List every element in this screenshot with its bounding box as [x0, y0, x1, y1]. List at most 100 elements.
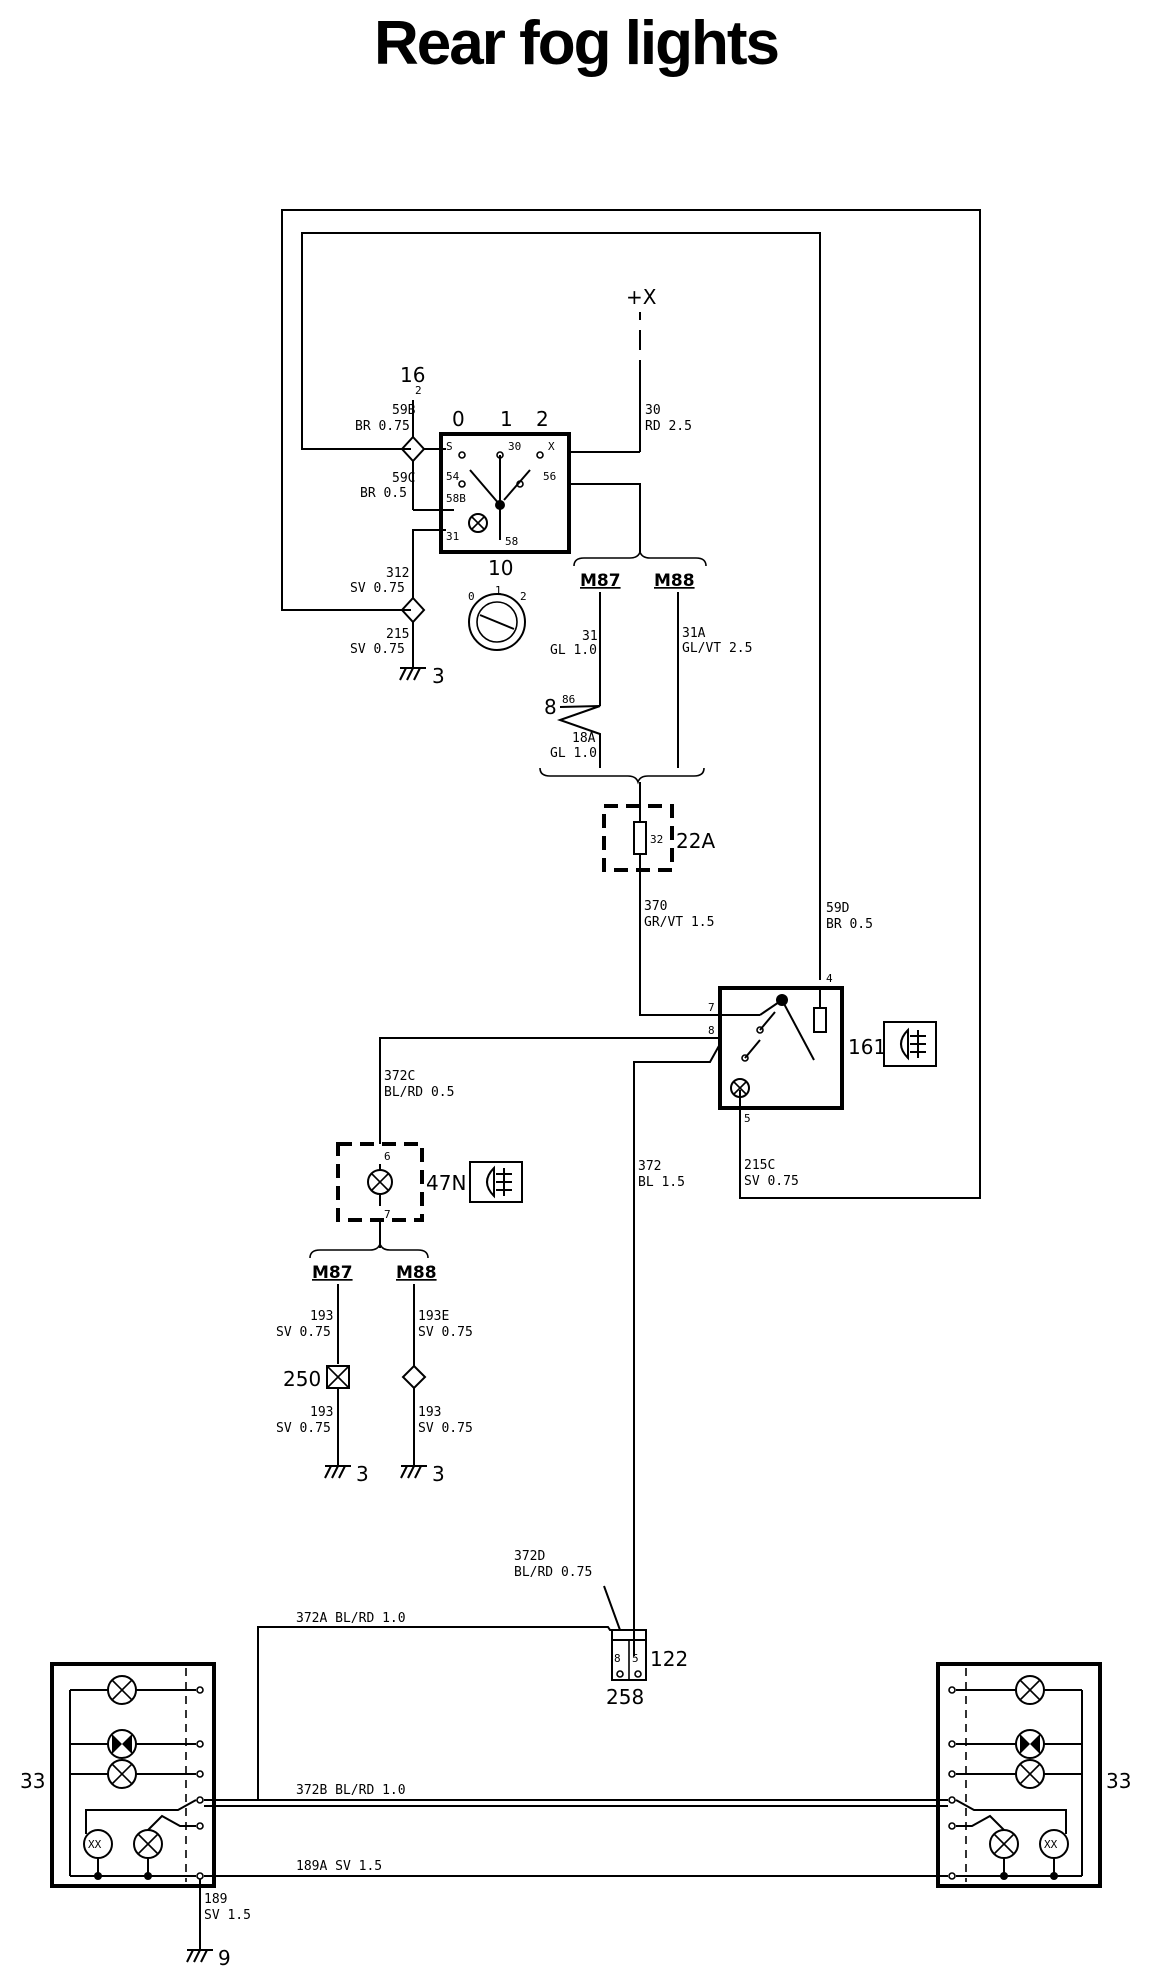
wire-31-spec: GL 1.0	[550, 643, 597, 658]
svg-text:1: 1	[495, 584, 502, 597]
label-junction-16-pin: 2	[415, 384, 422, 397]
relay-label: 161	[848, 1035, 886, 1059]
wire-193c-spec: SV 0.75	[418, 1421, 473, 1436]
wire-193a-spec: SV 0.75	[276, 1325, 331, 1340]
wire-189-code: 189	[204, 1892, 227, 1907]
lower-m87: M87	[312, 1263, 353, 1283]
relay-pin-5: 5	[744, 1112, 751, 1125]
ground-junction-group: 312 SV 0.75 215 SV 0.75 3	[350, 529, 446, 688]
wire-193a-code: 193	[310, 1309, 333, 1324]
rear-light-left-label: 33	[20, 1769, 45, 1793]
upper-m87: M87	[580, 571, 621, 591]
ground-9: 9	[218, 1946, 231, 1970]
relay-pin-7: 7	[708, 1001, 715, 1014]
junction-250-label: 250	[283, 1367, 321, 1391]
wire-59d-code: 59D	[826, 901, 850, 916]
lamp-pin-6: 6	[384, 1150, 391, 1163]
fog-light-icon	[883, 1021, 937, 1067]
rear-light-33-left: XX 33	[20, 1662, 216, 1888]
switch-label: 10	[488, 556, 513, 580]
wire-215c-code: 215C	[744, 1158, 775, 1173]
wire-18a-code: 18A	[572, 731, 596, 746]
ground-3-left: 3	[356, 1462, 369, 1486]
rear-cross-wires: 372B BL/RD 1.0 189A SV 1.5 189 SV 1.5 9	[186, 1783, 948, 1970]
page-title: Rear fog lights	[373, 9, 780, 78]
junction-8-label: 8	[544, 695, 557, 719]
fuse-label: 22A	[676, 829, 715, 853]
switch-term-s: S	[446, 440, 453, 453]
fuse-pin-32: 32	[650, 833, 663, 846]
ground-symbol	[399, 667, 426, 681]
switch-term-30: 30	[508, 440, 521, 453]
switch-term-58: 58	[505, 535, 518, 548]
top-feedback-wires	[281, 209, 981, 1199]
wire-215c-spec: SV 0.75	[744, 1174, 799, 1189]
wire-193e-code: 193E	[418, 1309, 449, 1324]
connector-258: 372D BL/RD 0.75 8 5 122 258 372A BL/RD 1…	[210, 1549, 688, 1801]
wire-215-code: 215	[386, 627, 409, 642]
label-junction-16: 16	[400, 363, 425, 387]
connector-122-label: 122	[650, 1647, 688, 1671]
switch-term-31: 31	[446, 530, 459, 543]
wire-372c-spec: BL/RD 0.5	[384, 1085, 454, 1100]
wire-189a-label: 189A SV 1.5	[296, 1859, 382, 1874]
wire-59c-spec: BR 0.5	[360, 486, 407, 501]
lamp-pin-7: 7	[384, 1208, 391, 1221]
fog-light-icon-2	[469, 1161, 523, 1203]
switch-term-56: 56	[543, 470, 556, 483]
rear-light-33-right: XX 33	[936, 1662, 1131, 1888]
junction-8-pin: 86	[562, 693, 575, 706]
switch-term-x: X	[548, 440, 555, 453]
wire-370-route: 370 GR/VT 1.5 59D BR 0.5	[639, 870, 873, 1016]
light-switch-10: 0 1 2 S 30 X 54 56 58B 31 58 10 0 1 2	[439, 407, 571, 651]
ground-3-top: 3	[432, 664, 445, 688]
switch-pos-2: 2	[536, 407, 549, 431]
wire-370-code: 370	[644, 899, 667, 914]
connector-pin-5: 5	[632, 1652, 639, 1665]
wire-193b-code: 193	[310, 1405, 333, 1420]
supply-label: +X	[626, 285, 657, 309]
wire-372d-code: 372D	[514, 1549, 545, 1564]
fog-bulb-mark-right: XX	[1044, 1838, 1058, 1851]
wire-193e-spec: SV 0.75	[418, 1325, 473, 1340]
svg-text:2: 2	[520, 590, 527, 603]
switch-term-58b: 58B	[446, 492, 466, 505]
branch-m88-upper: 31A GL/VT 2.5	[677, 592, 752, 768]
wire-189-spec: SV 1.5	[204, 1908, 251, 1923]
wire-193c-code: 193	[418, 1405, 441, 1420]
svg-text:0: 0	[468, 590, 475, 603]
switch-pos-0: 0	[452, 407, 465, 431]
ground-3-right: 3	[432, 1462, 445, 1486]
rear-light-right-label: 33	[1106, 1769, 1131, 1793]
lamp-47n-label: 47N	[426, 1171, 466, 1195]
branch-m87-upper: 31 GL 1.0 8 86 18A GL 1.0	[544, 592, 601, 768]
wire-372a-label: 372A BL/RD 1.0	[296, 1611, 406, 1626]
wire-30-code: 30	[645, 403, 661, 418]
wire-372d-spec: BL/RD 0.75	[514, 1565, 592, 1580]
wire-370-spec: GR/VT 1.5	[644, 915, 714, 930]
upper-variant-brace: M87 M88	[569, 483, 707, 591]
wire-193b-spec: SV 0.75	[276, 1421, 331, 1436]
wire-372-code: 372	[638, 1159, 661, 1174]
upper-m88: M88	[654, 571, 695, 591]
wire-59d-spec: BR 0.5	[826, 917, 873, 932]
wire-31a-spec: GL/VT 2.5	[682, 641, 752, 656]
junction-193e-diamond	[401, 1364, 427, 1390]
wire-372b-label: 372B BL/RD 1.0	[296, 1783, 406, 1798]
connector-258-label: 258	[606, 1685, 644, 1709]
wire-31a-code: 31A	[682, 626, 706, 641]
lamp-47n: 6 7 47N M87 M88	[309, 1142, 523, 1283]
wire-18a-spec: GL 1.0	[550, 746, 597, 761]
rotary-knob-icon: 0 1 2	[468, 584, 527, 651]
wire-59b-spec: BR 0.75	[355, 419, 410, 434]
lower-merge-brace	[539, 767, 705, 785]
wire-312-spec: SV 0.75	[350, 581, 405, 596]
wire-372c-route: 372C BL/RD 0.5 372 BL 1.5	[379, 1037, 721, 1656]
relay-161: 4 7 8 5 161 215C SV 0.75	[708, 972, 937, 1189]
relay-pin-4: 4	[826, 972, 833, 985]
wire-372c-code: 372C	[384, 1069, 415, 1084]
junction-16-group: 16 2 59B BR 0.75 59C BR 0.5	[355, 363, 454, 511]
wire-59b-code: 59B	[392, 403, 416, 418]
switch-term-54: 54	[446, 470, 460, 483]
supply-plus-x: +X 30 RD 2.5	[569, 285, 692, 453]
